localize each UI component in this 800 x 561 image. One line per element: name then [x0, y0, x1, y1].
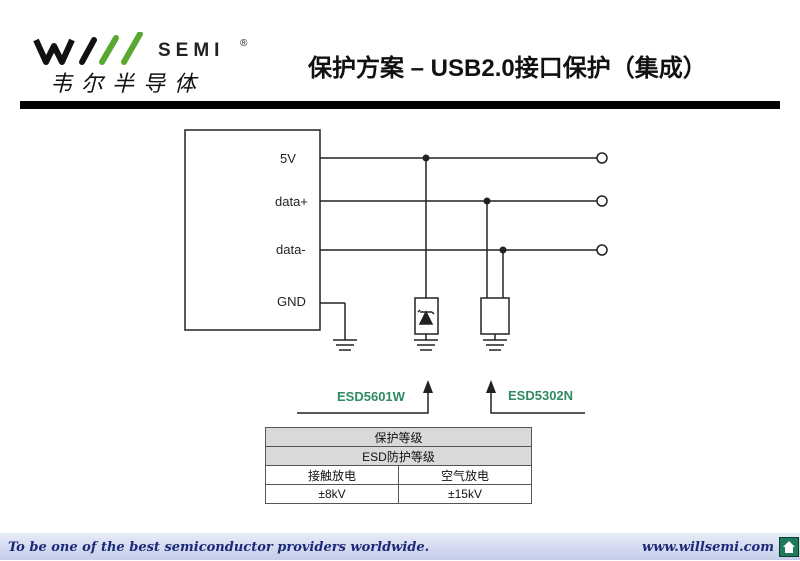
logo-wordmark: SEMI	[158, 40, 225, 61]
usb-controller-block	[184, 129, 321, 331]
terminal-data-plus	[596, 195, 608, 207]
willsemi-logo	[33, 32, 143, 65]
pin-label-5v: 5V	[280, 151, 296, 166]
arrow-esd5302n	[490, 392, 585, 414]
circuit-diagram	[184, 129, 608, 414]
pin-label-gnd: GND	[277, 294, 306, 309]
table-title: 保护等级	[265, 427, 532, 447]
footer-url[interactable]: www.willsemi.com	[642, 540, 774, 555]
protection-grade-table: 保护等级 ESD防护等级 接触放电 空气放电 ±8kV ±15kV	[265, 427, 532, 504]
terminal-5v	[596, 152, 608, 164]
logo-chinese-name: 韦尔半导体	[50, 72, 206, 97]
part-label-esd5601w: ESD5601W	[337, 389, 405, 404]
arrow-esd5601w	[297, 392, 429, 414]
value-air: ±15kV	[398, 484, 532, 504]
registered-mark: ®	[240, 38, 248, 49]
table-subtitle: ESD防护等级	[265, 446, 532, 466]
column-header-air: 空气放电	[398, 465, 532, 485]
part-label-esd5302n: ESD5302N	[508, 388, 574, 403]
junction-5v	[422, 154, 430, 162]
junction-data-plus	[483, 197, 491, 205]
value-contact: ±8kV	[265, 484, 399, 504]
home-icon[interactable]	[779, 537, 799, 557]
column-header-contact: 接触放电	[265, 465, 399, 485]
esd5302n-body	[480, 297, 510, 335]
pin-label-data-minus: data-	[276, 242, 306, 257]
junction-data-minus	[499, 246, 507, 254]
pin-label-data-plus: data+	[275, 194, 308, 209]
terminal-data-minus	[596, 244, 608, 256]
footer-slogan: To be one of the best semiconductor prov…	[8, 540, 430, 555]
slide-title: 保护方案 – USB2.0接口保护（集成）	[308, 55, 707, 82]
footer-bar	[0, 533, 800, 560]
header-divider	[20, 101, 780, 109]
